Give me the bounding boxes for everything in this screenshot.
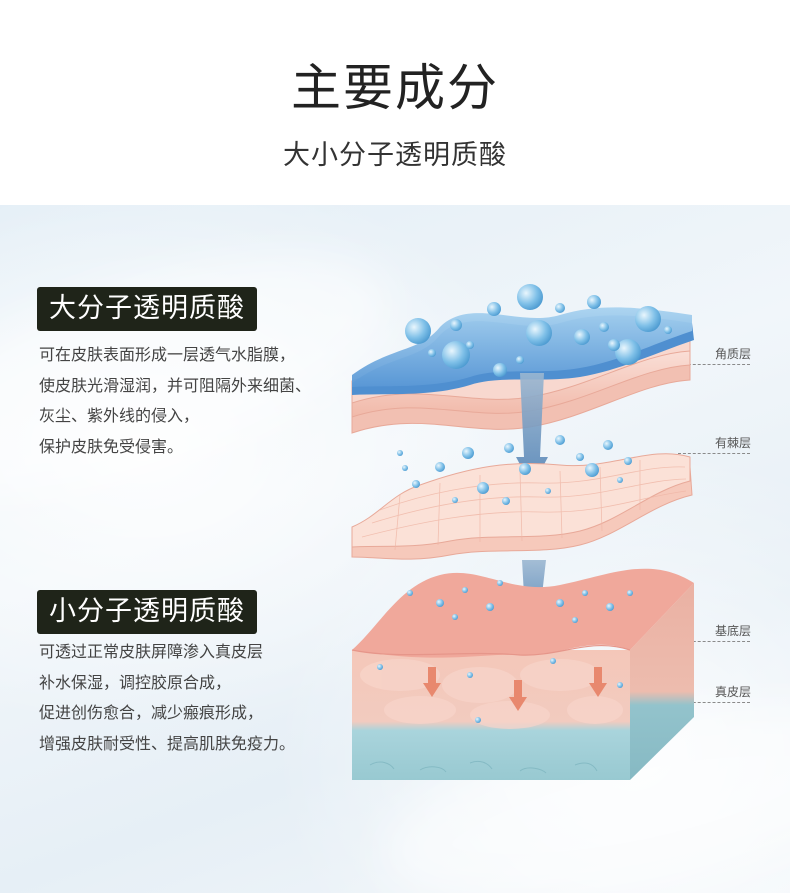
small-molecule-bubbles (377, 580, 633, 723)
leader-line (678, 453, 750, 454)
header: 主要成分 大小分子透明质酸 (0, 0, 790, 205)
arrow-down-icon (509, 680, 527, 711)
layer-label-dermis: 真皮层 (714, 685, 751, 699)
leader-line (678, 364, 750, 365)
page-title: 主要成分 (291, 59, 499, 117)
layer-label-basal: 基底层 (714, 624, 751, 638)
description-line: 可在皮肤表面形成一层透气水脂膜， (39, 345, 296, 364)
description-line: 灰尘、紫外线的侵入， (39, 406, 200, 426)
skin-block (351, 568, 694, 780)
description-line: 补水保湿，调控胶原合成， (39, 672, 232, 692)
large-molecule-bubbles (405, 284, 672, 377)
medium-bubbles (397, 435, 632, 505)
arrow-down-icon (516, 373, 548, 487)
description-line: 可透过正常皮肤屏障渗入真皮层 (39, 642, 264, 661)
layer-label-stratum-corneum: 角质层 (714, 347, 751, 361)
description-line: 使皮肤光滑湿润，并可阻隔外来细菌、 (39, 375, 312, 395)
large-molecule-badge: 大分子透明质酸 (37, 287, 257, 331)
description-line: 增强皮肤耐受性、提高肌肤免疫力。 (39, 734, 296, 754)
layer-label-spinous: 有棘层 (714, 436, 751, 450)
skin-layer-diagram (351, 284, 694, 780)
page-subtitle: 大小分子透明质酸 (283, 140, 507, 171)
large-molecule-description: 可在皮肤表面形成一层透气水脂膜， 使皮肤光滑湿润，并可阻隔外来细菌、 灰尘、紫外… (39, 340, 369, 463)
small-molecule-description: 可透过正常皮肤屏障渗入真皮层 补水保湿，调控胶原合成， 促进创伤愈合，减少瘢痕形… (39, 637, 369, 760)
penetration-arrows (423, 667, 607, 711)
leader-line (678, 702, 750, 703)
description-line: 保护皮肤免受侵害。 (39, 437, 184, 457)
small-molecule-badge: 小分子透明质酸 (37, 590, 257, 634)
leader-line (678, 641, 750, 642)
arrow-down-icon (423, 667, 441, 697)
arrow-down-icon (589, 667, 607, 697)
spinous-layer-sheet (351, 453, 693, 560)
content-panel: 大分子透明质酸 可在皮肤表面形成一层透气水脂膜， 使皮肤光滑湿润，并可阻隔外来细… (0, 205, 790, 893)
description-line: 促进创伤愈合，减少瘢痕形成， (39, 703, 264, 723)
